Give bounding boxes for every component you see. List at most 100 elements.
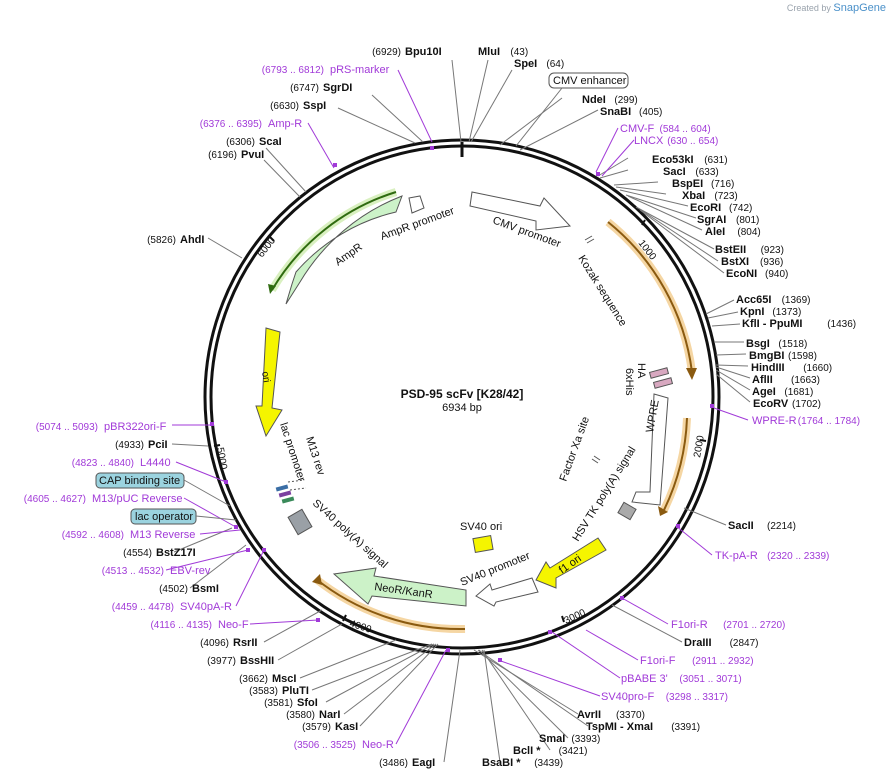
enzyme-labels: Bpu10I(6929) MluI(43)SpeI(64) SgrDI(6747) S… [115,46,856,769]
primer-site-9[interactable]: EBV-rev(4513 .. 4532) [102,565,211,577]
primer-name: Neo-R [362,739,394,751]
primer-site-5[interactable]: pBR322ori-F(5074 .. 5093) [36,421,167,433]
enzyme-site-46[interactable]: EagI(3486) [379,757,435,769]
enzyme-site-5[interactable]: NdeI(299) [582,94,638,106]
primer-range: (630 .. 654) [667,136,718,147]
enzyme-site-27[interactable]: AgeI(1681) [752,386,813,398]
primer-site-14[interactable]: F1ori-R(2701 .. 2720) [671,619,785,631]
enzyme-site-9[interactable]: Eco53kI(631) [652,154,728,166]
enzyme-site-12[interactable]: XbaI(723) [682,190,738,202]
enzyme-site-7[interactable]: ScaI(6306) [226,136,282,148]
enzyme-position: (405) [639,107,662,118]
wpre-arrow[interactable] [631,393,669,506]
enzyme-site-41[interactable]: AvrII(3370) [577,709,645,721]
enzyme-position: (1660) [803,363,832,374]
enzyme-site-37[interactable]: PluTI(3583) [249,685,309,697]
enzyme-site-15[interactable]: AleI(804) [705,226,761,238]
wpre-label: WPRE [644,399,662,434]
enzyme-position: (1663) [791,375,820,386]
primer-site-4[interactable]: WPRE-R(1764 .. 1784) [752,415,860,427]
enzyme-site-32[interactable]: BsmI(4502) [159,583,219,595]
enzyme-position: (3662) [239,674,268,685]
enzyme-site-33[interactable]: DraIII(2847) [684,637,759,649]
primer-site-3[interactable]: LNCX(630 .. 654) [634,135,718,147]
primer-range: (2911 .. 2932) [692,656,754,667]
f1-ori-arrow[interactable] [535,537,607,589]
enzyme-site-40[interactable]: KasI(3579) [302,721,358,733]
enzyme-site-44[interactable]: BclI *(3421) [513,745,588,757]
neor-kanr-arrow[interactable] [332,567,467,607]
primer-site-17[interactable]: SV40pro-F(3298 .. 3317) [601,691,728,703]
enzyme-site-35[interactable]: BssHII(3977) [207,655,274,667]
enzyme-site-14[interactable]: SgrAI(801) [697,214,759,226]
primer-site-8[interactable]: M13 Reverse(4592 .. 4608) [62,529,196,541]
enzyme-site-43[interactable]: SmaI(3393) [539,733,600,745]
enzyme-site-42[interactable]: TspMI - XmaI(3391) [586,721,700,733]
enzyme-site-16[interactable]: AhdI(5826) [147,234,204,246]
sv40-polya-box[interactable] [287,508,313,536]
primer-site-13[interactable]: TK-pA-R(2320 .. 2339) [715,550,829,562]
factor-xa-label: Factor Xa site [558,415,592,483]
primer-site-11[interactable]: Neo-F(4116 .. 4135) [150,619,248,631]
ampr-feature-arrow[interactable] [285,195,403,305]
m13-rev-mark[interactable] [278,490,292,498]
enzyme-site-1[interactable]: MluI(43) [478,46,528,58]
primer-site-2[interactable]: CMV-F(584 .. 604) [620,123,711,135]
enzyme-site-30[interactable]: SacII(2214) [728,520,796,532]
primer-site-1[interactable]: Amp-R(6376 .. 6395) [200,118,303,130]
enzyme-site-45[interactable]: BsaBI *(3439) [482,757,563,769]
sv40-promoter-arrow[interactable] [475,577,539,607]
enzyme-site-34[interactable]: RsrII(4096) [200,637,257,649]
enzyme-name: RsrII [233,637,257,649]
enzyme-site-26[interactable]: AflII(1663) [752,374,820,386]
enzyme-site-17[interactable]: BstEII(923) [715,244,784,256]
enzyme-site-4[interactable]: SspI(6630) [270,100,326,112]
cmv-enhancer-box[interactable] [548,72,629,89]
primer-site-6[interactable]: L4440(4823 .. 4840) [72,457,171,469]
enzyme-site-31[interactable]: BstZ17I(4554) [123,547,196,559]
enzyme-site-13[interactable]: EcoRI(742) [690,202,752,214]
primer-site-12[interactable]: Neo-R(3506 .. 3525) [294,739,394,751]
cmv-promoter-arrow[interactable] [469,191,572,231]
enzyme-site-36[interactable]: MscI(3662) [239,673,296,685]
hsv-tk-polya-box[interactable] [617,501,637,521]
enzyme-site-3[interactable]: SgrDI(6747) [290,82,352,94]
enzyme-site-8[interactable]: PvuI(6196) [208,149,264,161]
enzyme-site-21[interactable]: KpnI(1373) [740,306,801,318]
enzyme-site-19[interactable]: EcoNI(940) [726,268,788,280]
enzyme-position: (1518) [778,339,807,350]
plasmid-name: PSD-95 scFv [K28/42] [401,387,524,401]
lac-promoter-mark[interactable] [275,484,289,492]
ha-tag[interactable] [648,367,670,379]
enzyme-site-24[interactable]: BmgBI(1598) [749,350,817,362]
lac-operator-mark[interactable] [281,496,295,504]
primer-site-7[interactable]: M13/pUC Reverse(4605 .. 4627) [24,493,183,505]
primer-site-0[interactable]: pRS-marker(6793 .. 6812) [262,64,390,76]
enzyme-site-25[interactable]: HindIII(1660) [751,362,832,374]
enzyme-site-2[interactable]: SpeI(64) [514,58,564,70]
primer-name: F1ori-R [671,619,708,631]
enzyme-site-6[interactable]: SnaBI(405) [600,106,662,118]
enzyme-site-29[interactable]: PciI(4933) [115,439,167,451]
primer-site-10[interactable]: SV40pA-R(4459 .. 4478) [112,601,232,613]
ampr-promoter-arrow[interactable] [408,195,425,214]
enzyme-site-22[interactable]: KflI - PpuMI(1436) [742,318,856,330]
enzyme-site-0[interactable]: Bpu10I(6929) [372,46,442,58]
enzyme-site-28[interactable]: EcoRV(1702) [753,398,821,410]
enzyme-site-38[interactable]: SfoI(3581) [264,697,318,709]
primer-leader-lines [165,69,749,745]
enzyme-site-10[interactable]: SacI(633) [663,166,719,178]
ori-arrow[interactable] [255,327,283,438]
enzyme-site-18[interactable]: BstXI(936) [721,256,783,268]
sv40-ori-box[interactable] [472,534,494,554]
primer-site-16[interactable]: pBABE 3'(3051 .. 3071) [621,673,742,685]
enzyme-name: KflI - PpuMI [742,318,803,330]
his-tag[interactable] [652,377,674,389]
enzyme-site-11[interactable]: BspEI(716) [672,178,734,190]
primer-site-15[interactable]: F1ori-F(2911 .. 2932) [640,655,754,667]
enzyme-site-20[interactable]: Acc65I(1369) [736,294,811,306]
enzyme-site-39[interactable]: NarI(3580) [286,709,340,721]
enzyme-name: BssHII [240,655,274,667]
enzyme-site-23[interactable]: BsgI(1518) [746,338,807,350]
enzyme-position: (4554) [123,548,152,559]
